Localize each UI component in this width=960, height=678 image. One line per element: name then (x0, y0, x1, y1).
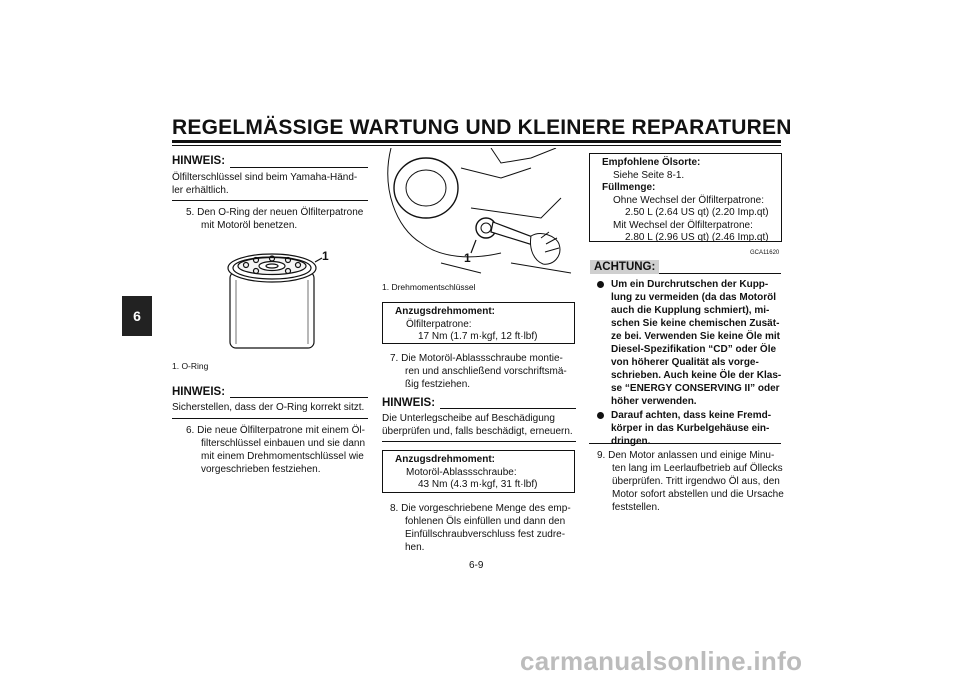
figure-callout: 1 (464, 251, 471, 265)
page-title: REGELMÄSSIGE WARTUNG UND KLEINERE REPARA… (172, 116, 792, 139)
step-9: 9. Den Motor anlassen und einige Minu- t… (597, 450, 784, 513)
step-8: 8. Die vorgeschriebene Menge des emp- fo… (390, 503, 571, 553)
note-end-rule (172, 200, 368, 201)
note-heading: HINWEIS: (382, 397, 436, 409)
figure-caption: 1. Drehmomentschlüssel (382, 282, 476, 292)
bullet-icon (597, 412, 604, 419)
title-rule-thin (172, 145, 781, 146)
note-heading-rule (230, 397, 368, 398)
caution-bullet-2: Darauf achten, dass keine Fremd-körper i… (597, 409, 787, 448)
note-end-rule (172, 418, 368, 419)
oil-filter-illustration (227, 253, 323, 349)
note-heading-rule (230, 167, 368, 168)
note-heading: HINWEIS: (172, 155, 226, 167)
caution-code: GCA11620 (750, 250, 780, 256)
bullet-icon (597, 281, 604, 288)
figure-caption: 1. O-Ring (172, 361, 209, 371)
torque-spec-box: Anzugsdrehmoment: Ölfilterpatrone: 17 Nm… (382, 302, 575, 344)
note-text: Ölfilterschlüssel sind beim Yamaha-Händ-… (172, 172, 358, 196)
step-6: 6. Die neue Ölfilterpatrone mit einem Öl… (186, 425, 365, 475)
figure-callout: 1 (322, 249, 329, 263)
note-heading-rule (440, 408, 576, 409)
note-heading: HINWEIS: (172, 386, 226, 398)
title-rule (172, 140, 781, 143)
chapter-tab: 6 (122, 296, 152, 336)
torque-wrench-illustration (381, 148, 577, 278)
caution-end-rule (589, 443, 781, 444)
page-number: 6-9 (469, 560, 484, 571)
step-7: 7. Die Motoröl-Ablassschraube montie- re… (390, 353, 567, 390)
oil-spec-box: Empfohlene Ölsorte: Siehe Seite 8-1. Fül… (589, 153, 782, 243)
caution-bullet-1: Um ein Durchrutschen der Kupp-lung zu ve… (597, 278, 787, 408)
caution-heading-rule (659, 273, 781, 274)
watermark-footer: carmanualsonline.info (520, 646, 803, 676)
torque-spec-box: Anzugsdrehmoment: Motoröl-Ablassschraube… (382, 450, 575, 493)
caution-heading: ACHTUNG: (590, 260, 660, 274)
note-text: Sicherstellen, dass der O-Ring korrekt s… (172, 402, 365, 413)
note-end-rule (382, 441, 576, 442)
